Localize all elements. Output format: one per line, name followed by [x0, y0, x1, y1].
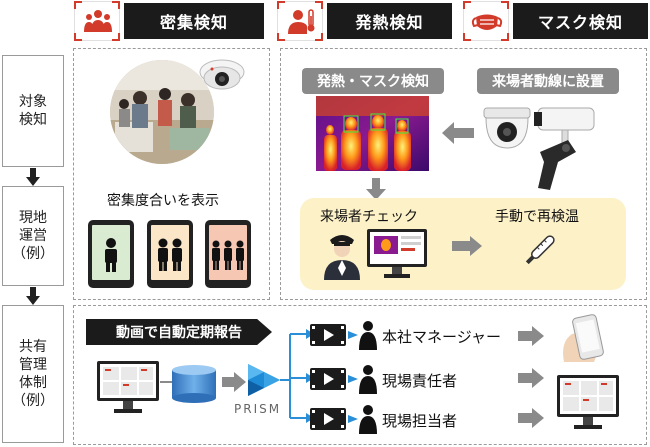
video-icon [310, 408, 346, 434]
recipient-hq-manager: 本社マネージャー [382, 328, 501, 346]
shared-management-panel [73, 305, 647, 445]
crowd-level-caption: 密集度合いを表示 [107, 193, 219, 209]
security-cameras-icon [478, 100, 608, 194]
person-icon [358, 364, 378, 398]
tab-fever-detection: 発熱検知 [327, 3, 452, 39]
tablet-screen [92, 225, 130, 280]
small-arrow-icon [348, 375, 358, 383]
prism-logo-icon [244, 362, 284, 402]
tablet-medium-density [147, 220, 193, 288]
right-arrow-icon [518, 408, 544, 428]
fever-mask-panel [280, 48, 647, 300]
recipient-site-manager: 現場責任者 [382, 372, 458, 390]
dashboard-monitor-icon [556, 374, 620, 438]
person-icon [358, 320, 378, 354]
crowd-people-icon [212, 240, 244, 270]
recipient-site-staff: 現場担当者 [382, 412, 458, 430]
monitor-icon [366, 228, 428, 284]
auto-video-report-label: 動画で自動定期報告 [86, 319, 272, 345]
step-shared-management: 共有 管理 体制 （例） [2, 305, 64, 443]
small-arrow-icon [348, 331, 358, 339]
tablet-screen [209, 225, 247, 280]
video-icon [310, 368, 346, 394]
person-icon [358, 404, 378, 438]
step-onsite-operation: 現地 運営 （例） [2, 186, 64, 286]
database-icon [170, 364, 218, 408]
connector-line [160, 381, 172, 383]
person-icon [105, 238, 117, 272]
left-arrow-icon [442, 122, 474, 144]
dashboard-monitor-icon [96, 360, 160, 420]
prism-brand-label: PRISM [234, 402, 282, 416]
security-guard-icon [320, 228, 364, 284]
visitor-check-label: 来場者チェック [320, 209, 418, 225]
mask-icon [463, 1, 509, 41]
right-arrow-icon [452, 236, 482, 256]
right-arrow-icon [222, 372, 246, 392]
fever-mask-detection-label: 発熱・マスク検知 [302, 68, 444, 94]
install-on-visitor-path-label: 来場者動線に設置 [477, 68, 619, 94]
step-target-detection: 対象 検知 [2, 55, 64, 167]
small-arrow-icon [348, 415, 358, 423]
crowd-detection-panel [73, 48, 270, 300]
tablet-high-density [205, 220, 251, 288]
crowd-photo [110, 60, 214, 164]
dome-camera-icon [198, 58, 246, 96]
tablet-screen [151, 225, 189, 280]
tablet-low-density [88, 220, 134, 288]
thermometer-icon [520, 230, 560, 274]
right-arrow-icon [518, 326, 544, 346]
people-icon [158, 238, 182, 271]
right-arrow-icon [518, 368, 544, 388]
manual-recheck-label: 手動で再検温 [495, 209, 579, 225]
video-icon [310, 324, 346, 350]
tab-crowd-detection: 密集検知 [124, 3, 264, 39]
down-arrow-icon [26, 168, 40, 186]
down-arrow-icon [26, 287, 40, 305]
smartphone-icon [558, 312, 614, 366]
thermal-image [316, 96, 429, 171]
crowd-icon [74, 1, 120, 41]
thermometer-person-icon [277, 1, 323, 41]
down-arrow-icon [366, 178, 386, 200]
tab-mask-detection: マスク検知 [513, 3, 648, 39]
